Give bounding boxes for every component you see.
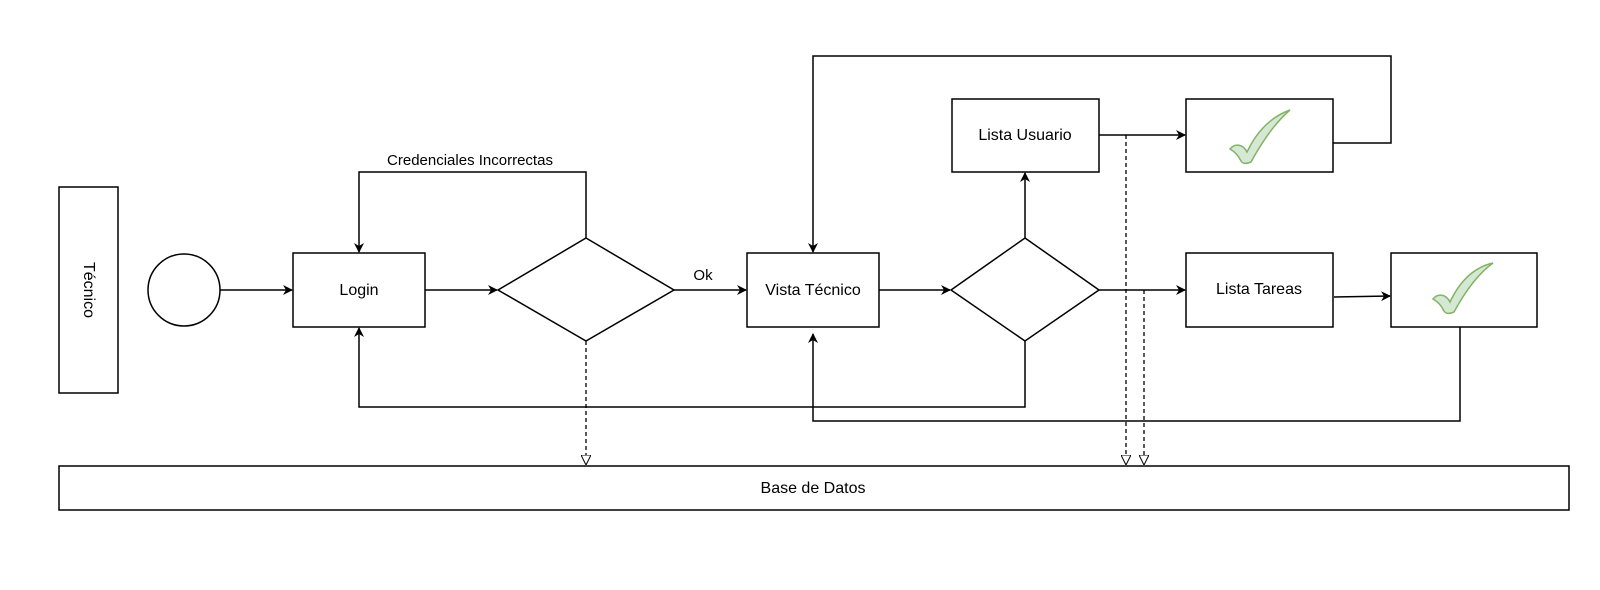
actor-label: Técnico xyxy=(80,262,97,318)
vista-tecnico-node: Vista Técnico xyxy=(746,252,880,328)
edge-label-credenciales: Credenciales Incorrectas xyxy=(387,152,553,169)
decision-credentials xyxy=(496,237,676,342)
checkmark-icon xyxy=(1228,109,1291,165)
success-usuario-node xyxy=(1185,98,1334,173)
login-label: Login xyxy=(339,282,378,299)
lista-usuario-label: Lista Usuario xyxy=(978,127,1071,144)
checkmark-icon xyxy=(1431,262,1494,315)
vista-tecnico-label: Vista Técnico xyxy=(765,282,861,299)
login-node: Login xyxy=(292,252,426,328)
edge-tareas-check xyxy=(1333,291,1391,302)
actor-tecnico: Técnico xyxy=(58,186,119,394)
edge-label-ok: Ok xyxy=(693,267,713,284)
lista-usuario-node: Lista Usuario xyxy=(951,98,1100,173)
database-label: Base de Datos xyxy=(761,480,866,497)
lista-tareas-node: Lista Tareas xyxy=(1185,252,1334,328)
start-event xyxy=(147,253,221,327)
edge-decision-retry xyxy=(354,171,587,253)
lista-tareas-label: Lista Tareas xyxy=(1216,281,1302,298)
success-tareas-node xyxy=(1390,252,1538,328)
edge-check-back-vista xyxy=(808,55,1392,253)
edge-decision-logout xyxy=(354,327,1026,408)
edge-check-return-vista xyxy=(808,327,1461,422)
decision-options xyxy=(949,237,1101,342)
database-node: Base de Datos xyxy=(58,465,1570,511)
